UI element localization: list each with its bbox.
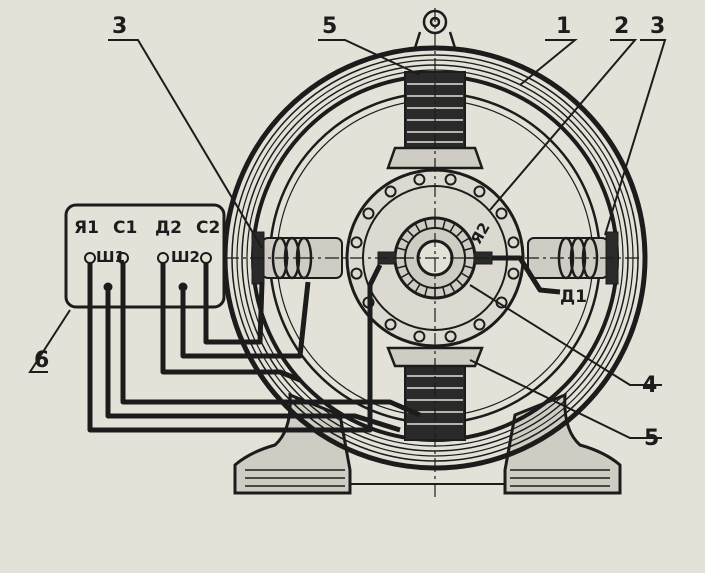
armature-slot: [507, 236, 520, 249]
leader-lines: [28, 39, 667, 439]
armature-slot: [350, 267, 363, 280]
center-lines: [225, 8, 650, 500]
armature-slot: [507, 267, 520, 280]
callout-3-left: 3: [112, 14, 127, 39]
callout-1: 1: [556, 14, 571, 39]
commutator-segment: [414, 222, 421, 233]
commutator-segment: [406, 229, 415, 238]
commutator-segment: [396, 265, 407, 270]
terminal-d2: Д2: [155, 218, 182, 238]
commutator-segment: [455, 229, 464, 238]
commutator-segment: [442, 286, 447, 297]
callout-5-bottom: 5: [644, 426, 659, 451]
commutator-segment: [460, 272, 471, 279]
armature-slot: [444, 173, 457, 186]
commutator-segment: [455, 278, 464, 287]
commutator-segment: [399, 237, 410, 244]
commutator-segment: [463, 265, 474, 270]
callout-4: 4: [642, 373, 657, 398]
commutator-segment: [442, 219, 447, 230]
wiring: [87, 255, 561, 433]
callout-2: 2: [614, 14, 629, 39]
armature-slot: [413, 173, 426, 186]
armature-slot: [473, 185, 486, 198]
terminal-sh2: Ш2: [171, 248, 200, 266]
terminal-c2: С2: [196, 218, 220, 238]
armature-slot: [350, 236, 363, 249]
terminal-ya1: Я1: [74, 218, 99, 238]
commutator-segment: [460, 237, 471, 244]
commutator-segment: [463, 246, 474, 251]
commutator-segment: [449, 222, 456, 233]
commutator-segment: [399, 272, 410, 279]
terminal-sh1: Ш1: [96, 248, 125, 266]
armature-slot: [495, 207, 508, 220]
commutator-segment: [423, 286, 428, 297]
armature-slot: [384, 318, 397, 331]
armature-slot: [473, 318, 486, 331]
armature-slot: [362, 207, 375, 220]
commutator-segment: [414, 283, 421, 294]
commutator-segment: [406, 278, 415, 287]
callout-6: 6: [34, 348, 49, 373]
armature-slot: [413, 330, 426, 343]
callout-3-right: 3: [650, 14, 665, 39]
commutator-segment: [423, 219, 428, 230]
callout-5-top: 5: [322, 14, 337, 39]
mark-d1: Д1: [560, 287, 587, 307]
armature-slot: [444, 330, 457, 343]
armature-slot: [384, 185, 397, 198]
commutator-segment: [449, 283, 456, 294]
terminal-c1: С1: [113, 218, 137, 238]
commutator-segment: [396, 246, 407, 251]
